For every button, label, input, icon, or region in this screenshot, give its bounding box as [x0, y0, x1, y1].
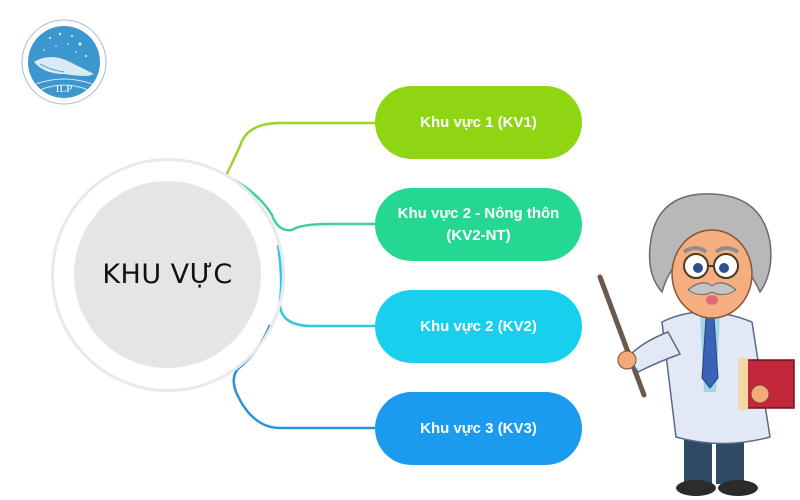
- branch-kv1: Khu vực 1 (KV1): [375, 86, 582, 159]
- branch-label: Khu vực 1 (KV1): [420, 113, 537, 131]
- connector-kv2nt: [233, 178, 375, 232]
- center-ring: [51, 158, 285, 392]
- professor-illustration: [597, 193, 795, 496]
- branch-kv2: Khu vực 2 (KV2): [375, 290, 582, 363]
- connector-kv1: [224, 121, 375, 177]
- whale-logo-icon: ILP: [21, 19, 107, 105]
- svg-text:ILP: ILP: [56, 83, 73, 95]
- branch-label: Khu vực 3 (KV3): [420, 419, 537, 437]
- branch-label: Khu vực 2 - Nông thôn (KV2-NT): [397, 204, 560, 244]
- branch-label: Khu vực 2 (KV2): [420, 317, 537, 335]
- branch-kv3: Khu vực 3 (KV3): [375, 392, 582, 465]
- branch-kv2-nt: Khu vực 2 - Nông thôn (KV2-NT): [375, 188, 582, 261]
- center-label: KHU VỰC: [102, 259, 233, 290]
- connector-kv2: [276, 244, 375, 328]
- center-node: KHU VỰC: [74, 181, 261, 368]
